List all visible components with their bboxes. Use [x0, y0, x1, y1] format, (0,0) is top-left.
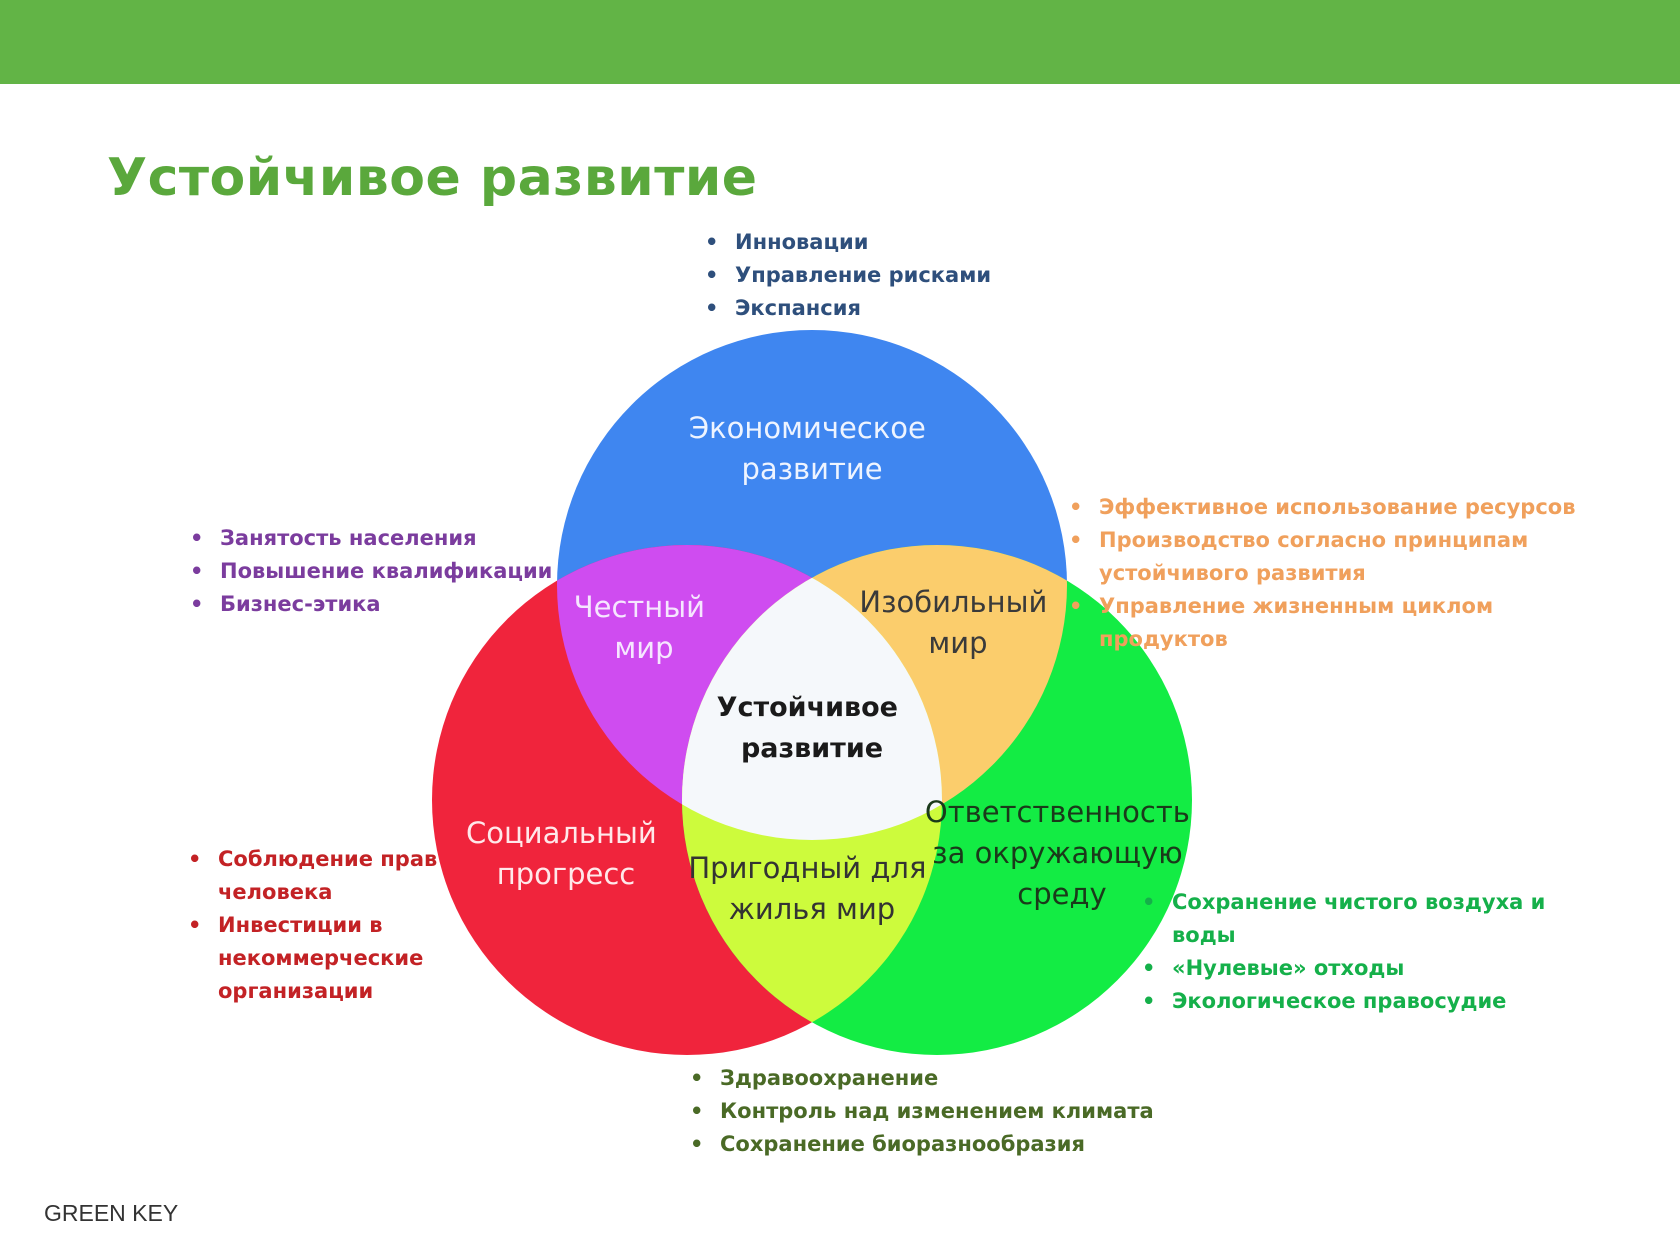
abundant-world-label: Изобильный мир — [859, 585, 1056, 660]
list-item: Экологическое правосудие — [1142, 985, 1557, 1018]
footer-brand: GREEN KEY — [44, 1200, 179, 1226]
list-item: Соблюдение прав человека — [188, 843, 443, 909]
livable-world-label: Пригодный для жилья мир — [688, 851, 935, 926]
overlap-center — [682, 545, 942, 840]
list-item: Экспансия — [705, 292, 991, 325]
list-item: Повышение квалификации — [190, 555, 552, 588]
sustainable-center-label: Устойчивое развитие — [717, 692, 908, 764]
list-item: Инвестиции в некоммерческие организации — [188, 909, 443, 1008]
economic-label: Экономическое развитие — [689, 411, 935, 486]
environment-bullets: Сохранение чистого воздуха и воды «Нулев… — [1142, 886, 1557, 1018]
economic-bullets: Инновации Управление рисками Экспансия — [705, 226, 991, 325]
list-item: Управление жизненным циклом продуктов — [1069, 590, 1589, 656]
list-item: Контроль над изменением климата — [690, 1095, 1154, 1128]
health-bullets: Здравоохранение Контроль над изменением … — [690, 1062, 1154, 1161]
list-item: Инновации — [705, 226, 991, 259]
page-title: Устойчивое развитие — [107, 148, 758, 208]
list-item: «Нулевые» отходы — [1142, 952, 1557, 985]
list-item: Сохранение чистого воздуха и воды — [1142, 886, 1557, 952]
list-item: Управление рисками — [705, 259, 991, 292]
human-bullets: Соблюдение прав человека Инвестиции в не… — [188, 843, 443, 1008]
list-item: Сохранение биоразнообразия — [690, 1128, 1154, 1161]
list-item: Бизнес-этика — [190, 588, 552, 621]
social-label: Социальный прогресс — [466, 816, 666, 891]
environment-label: Ответственность за окружающую среду — [925, 795, 1199, 911]
resources-bullets: Эффективное использование ресурсов Произ… — [1069, 491, 1589, 656]
list-item: Занятость населения — [190, 522, 552, 555]
social-bullets: Занятость населения Повышение квалификац… — [190, 522, 552, 621]
list-item: Производство согласно принципам устойчив… — [1069, 524, 1589, 590]
fair-world-label: Честный мир — [574, 590, 714, 665]
list-item: Эффективное использование ресурсов — [1069, 491, 1589, 524]
list-item: Здравоохранение — [690, 1062, 1154, 1095]
top-bar — [0, 0, 1680, 84]
